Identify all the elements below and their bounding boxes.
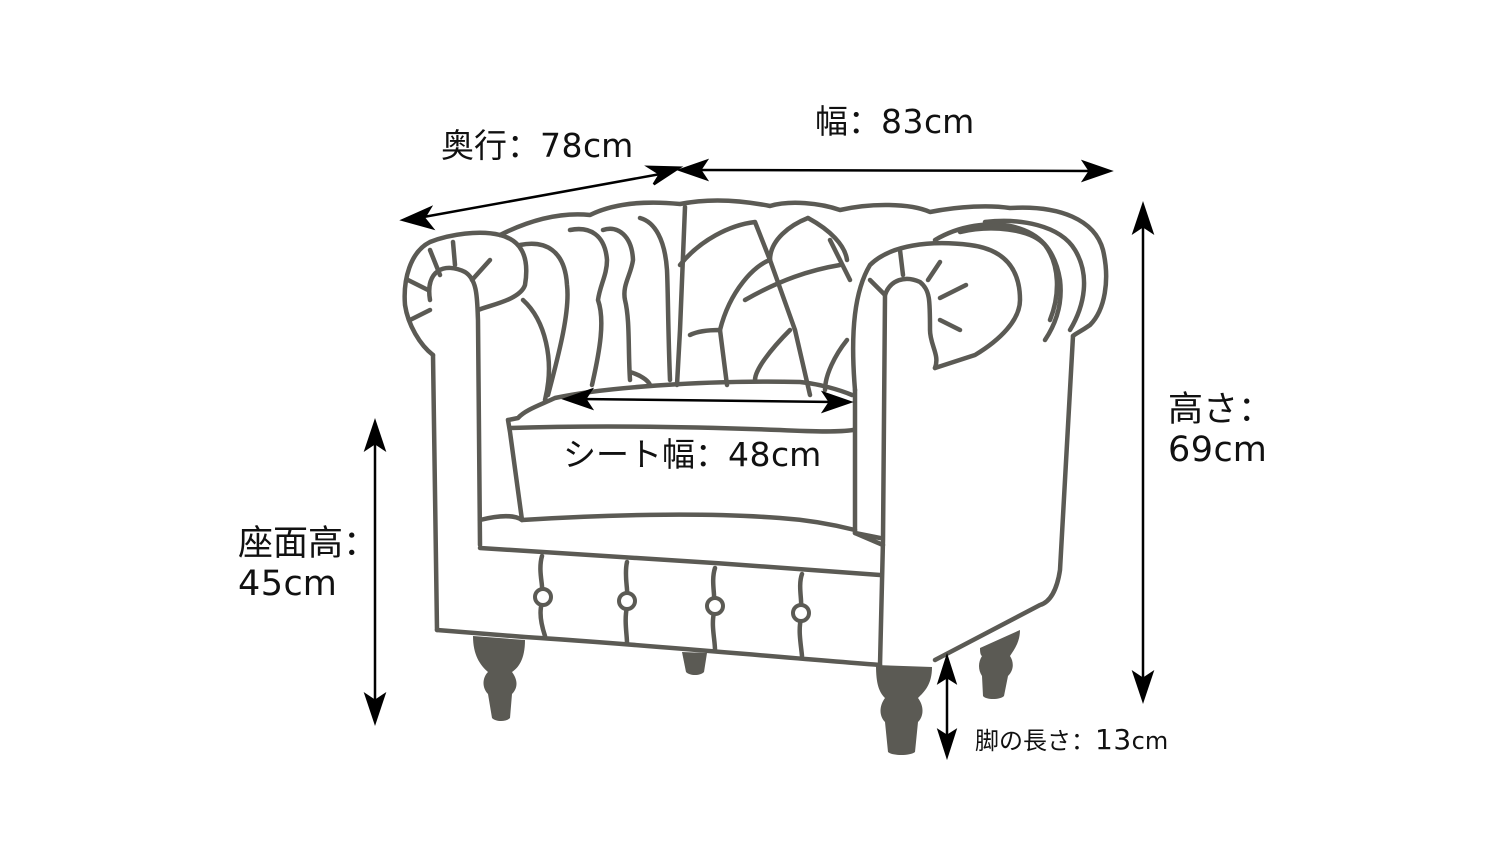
right-arm-roll: [850, 240, 1023, 393]
width-value: 83: [881, 102, 924, 141]
seat-width-arrow: [579, 397, 835, 404]
seat-cushion: [505, 379, 858, 533]
tuft-button: [791, 603, 811, 623]
width-unit: cm: [924, 102, 975, 141]
leg-length-label-text: 脚の長さ: [975, 727, 1071, 755]
seat-height-unit: cm: [283, 564, 337, 605]
depth-arrow: [417, 171, 667, 220]
width-label: 幅：83cm: [815, 103, 974, 141]
seat-height-value: 45: [238, 564, 284, 605]
depth-label: 奥行：78cm: [441, 127, 633, 165]
seat-width-separator: ：: [695, 435, 728, 474]
tuft-button: [705, 596, 725, 616]
leg-length-separator: ：: [1071, 727, 1095, 755]
leg-length-value: 13: [1095, 723, 1132, 756]
leg-back-center: [682, 652, 707, 675]
width-arrow: [694, 168, 1096, 173]
width-separator: ：: [848, 102, 881, 141]
leg-front-right: [876, 665, 932, 755]
seat-width-value: 48: [728, 435, 771, 474]
height-separator: ：: [1238, 390, 1274, 430]
depth-value: 78: [540, 126, 583, 165]
backrest-top-edge: [497, 198, 1109, 339]
height-label: 高さ： 69cm: [1168, 390, 1273, 471]
leg-front-left: [473, 636, 525, 721]
depth-label-text: 奥行: [441, 126, 507, 165]
tuft-button: [617, 591, 637, 611]
height-value: 69: [1168, 430, 1214, 471]
leg-length-label: 脚の長さ：13cm: [975, 723, 1169, 756]
height-label-text: 高さ: [1168, 390, 1239, 430]
seat-height-label-text: 座面高: [238, 524, 344, 564]
width-label-text: 幅: [815, 102, 848, 141]
depth-unit: cm: [583, 126, 634, 165]
seat-height-separator: ：: [343, 524, 379, 564]
leg-length-unit: cm: [1131, 727, 1169, 755]
seat-width-label-text: シート幅: [563, 435, 695, 474]
leg-back-right: [979, 630, 1020, 699]
tuft-button: [533, 587, 553, 607]
left-arm-roll: [402, 230, 503, 358]
seat-width-label: シート幅：48cm: [563, 436, 821, 474]
seat-width-unit: cm: [771, 435, 822, 474]
seat-height-label: 座面高： 45cm: [238, 524, 378, 605]
right-side-panel: [932, 333, 1076, 663]
front-apron: [477, 514, 883, 578]
height-unit: cm: [1213, 430, 1267, 471]
depth-separator: ：: [507, 126, 540, 165]
